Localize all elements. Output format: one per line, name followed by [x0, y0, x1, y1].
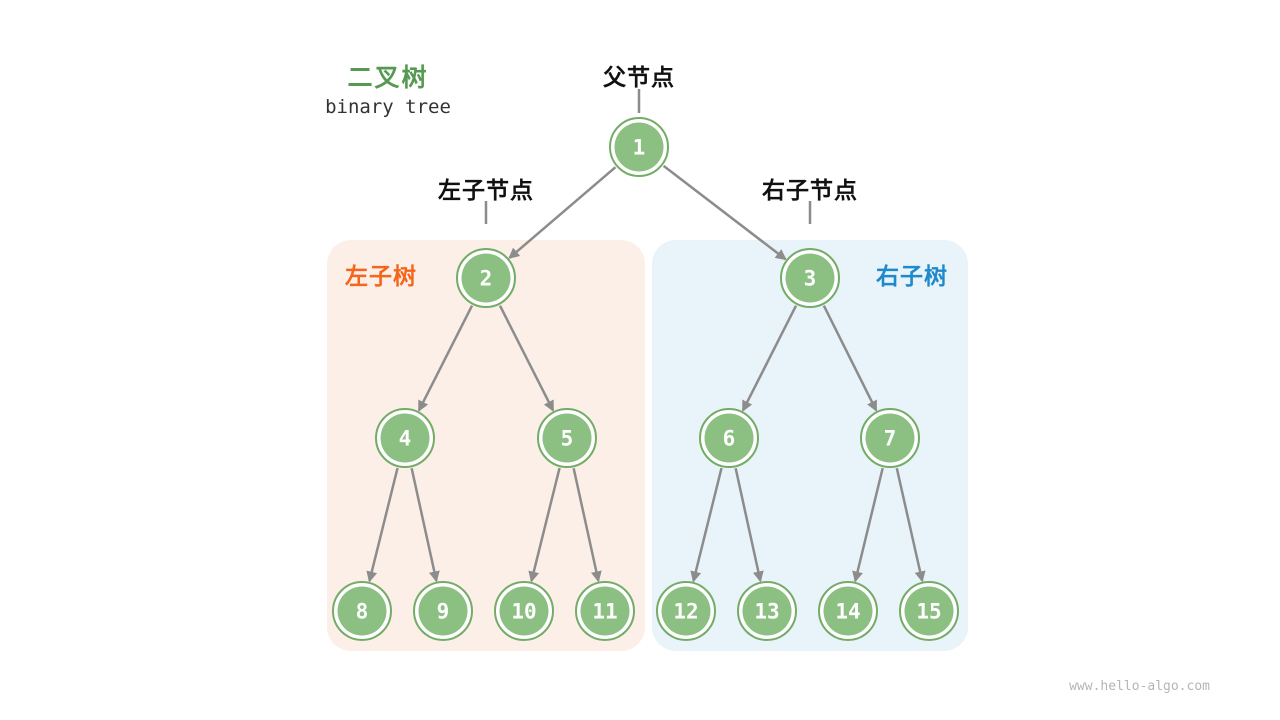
tree-node: 13: [737, 581, 797, 641]
node-value: 7: [884, 426, 897, 450]
tree-node: 14: [818, 581, 878, 641]
tree-edge: [734, 468, 764, 583]
node-value: 12: [673, 599, 698, 623]
node-disc: [661, 586, 711, 636]
page-title: 二叉树: [347, 64, 429, 92]
right-subtree-label: 右子树: [876, 263, 948, 289]
right-child-node-label: 右子节点: [762, 177, 858, 203]
node-disc: [580, 586, 630, 636]
node-value: 5: [561, 426, 574, 450]
tree-edge: [741, 305, 798, 412]
tree-edge: [366, 467, 399, 583]
node-value: 8: [356, 599, 369, 623]
node-value: 15: [916, 599, 941, 623]
node-value: 13: [754, 599, 779, 623]
left-subtree-label: 左子树: [345, 263, 417, 289]
tree-node: 1: [609, 117, 669, 177]
tree-edge: [508, 166, 617, 259]
tree-node: 15: [899, 581, 959, 641]
node-disc: [614, 122, 664, 172]
tree-edge: [410, 468, 440, 583]
node-value: 9: [437, 599, 450, 623]
node-disc: [823, 586, 873, 636]
node-value: 6: [723, 426, 736, 450]
left-child-node-label: 左子节点: [438, 177, 534, 203]
node-value: 11: [592, 599, 617, 623]
tree-edge: [895, 467, 926, 583]
tree-node: 2: [456, 248, 516, 308]
tree-node: 7: [860, 408, 920, 468]
node-value: 2: [480, 266, 493, 290]
tree-node: 6: [699, 408, 759, 468]
tree-node: 12: [656, 581, 716, 641]
tree-edge: [498, 305, 555, 412]
node-value: 10: [511, 599, 536, 623]
tree-node: 4: [375, 408, 435, 468]
tree-edge: [528, 467, 561, 583]
node-disc: [742, 586, 792, 636]
node-disc: [337, 586, 387, 636]
tree-edge: [822, 305, 878, 412]
watermark: www.hello-algo.com: [1069, 679, 1210, 694]
tree-edge: [690, 467, 723, 583]
tree-edge: [417, 305, 474, 412]
tree-node: 3: [780, 248, 840, 308]
tree-node: 11: [575, 581, 635, 641]
tree-node: 5: [537, 408, 597, 468]
tree-edge: [662, 164, 787, 261]
node-disc: [461, 253, 511, 303]
node-disc: [904, 586, 954, 636]
parent-node-label: 父节点: [603, 64, 675, 90]
node-disc: [418, 586, 468, 636]
node-disc: [499, 586, 549, 636]
page-subtitle: binary tree: [325, 96, 451, 118]
tree-node: 10: [494, 581, 554, 641]
node-disc: [542, 413, 592, 463]
tree-edge: [572, 468, 602, 583]
node-value: 14: [835, 599, 860, 623]
node-value: 3: [804, 266, 817, 290]
node-disc: [380, 413, 430, 463]
tree-edge: [852, 467, 884, 583]
node-disc: [785, 253, 835, 303]
node-value: 4: [399, 426, 412, 450]
node-disc: [704, 413, 754, 463]
node-disc: [865, 413, 915, 463]
tree-node: 8: [332, 581, 392, 641]
node-value: 1: [633, 135, 646, 159]
tree-node: 9: [413, 581, 473, 641]
